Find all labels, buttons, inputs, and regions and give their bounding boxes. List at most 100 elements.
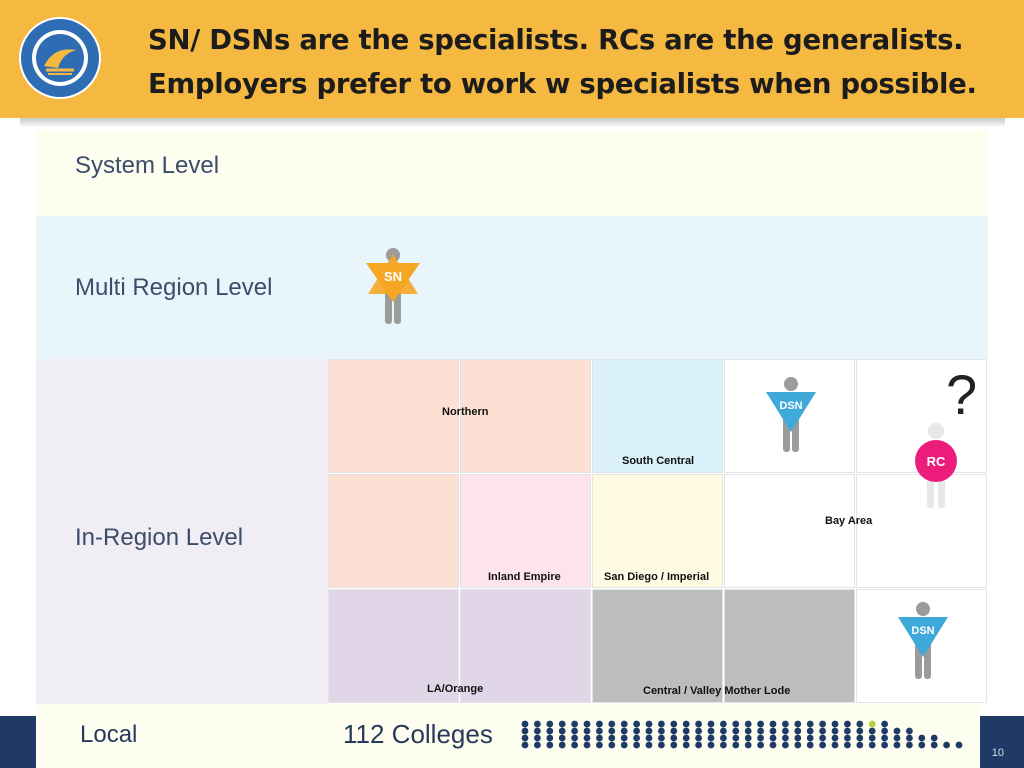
college-dot (633, 741, 640, 749)
local-level-label: Local (80, 721, 138, 748)
title-line-1: SN/ DSNs are the specialists. RCs are th… (148, 24, 964, 56)
college-dot (794, 727, 802, 735)
college-dot (571, 720, 578, 728)
region-cell (724, 474, 855, 588)
college-dot (930, 741, 938, 749)
college-dot (682, 734, 690, 742)
college-dot (521, 720, 529, 728)
college-dot (571, 734, 578, 742)
college-dot (744, 720, 752, 728)
college-dot (620, 720, 628, 728)
college-dot (831, 734, 839, 742)
college-dot (583, 727, 591, 735)
college-dot (732, 734, 740, 742)
college-dot (720, 741, 727, 749)
multi-region-level-label: Multi Region Level (75, 274, 273, 301)
region-cell (856, 474, 987, 588)
college-dot (794, 720, 802, 728)
college-dot (868, 741, 876, 749)
college-dots-graphic (521, 720, 963, 749)
colleges-count-label: 112 Colleges (343, 719, 493, 749)
college-dot (534, 727, 541, 735)
college-dot (620, 727, 628, 735)
college-dot (819, 734, 826, 742)
college-dot (695, 727, 702, 735)
college-dot (682, 727, 690, 735)
college-dot (844, 741, 851, 749)
in-region-level-band (36, 359, 328, 704)
college-dot (819, 741, 826, 749)
college-dot (744, 734, 752, 742)
sn-person-icon: SN (366, 248, 420, 324)
college-dot (558, 720, 566, 728)
college-dot (670, 741, 678, 749)
college-dot (707, 727, 715, 735)
title-line-2: Employers prefer to work w specialists w… (148, 68, 977, 100)
college-dot (645, 727, 653, 735)
college-dot (608, 734, 616, 742)
college-dot (806, 734, 814, 742)
college-dot (757, 720, 764, 728)
college-dot (633, 734, 640, 742)
college-dot (930, 734, 938, 742)
in-region-level-label: In-Region Level (75, 524, 244, 551)
college-dot (596, 727, 603, 735)
college-dot (720, 720, 727, 728)
college-dot (633, 720, 640, 728)
college-dot (720, 727, 727, 735)
college-dot (893, 727, 901, 735)
college-dot (732, 727, 740, 735)
college-dot (608, 720, 616, 728)
college-dot (596, 741, 603, 749)
college-dot (881, 734, 888, 742)
college-dot (844, 727, 851, 735)
college-dot (782, 727, 789, 735)
college-dot (645, 720, 653, 728)
region-cell (328, 359, 459, 473)
region-label-central-valley: Central / Valley Mother Lode (643, 685, 791, 697)
college-dot (769, 720, 777, 728)
california-community-colleges-logo (19, 17, 101, 99)
college-dot (658, 720, 665, 728)
question-mark: ? (946, 363, 978, 426)
college-dot (806, 720, 814, 728)
college-dot (583, 720, 591, 728)
college-dot (856, 734, 864, 742)
college-dot (782, 741, 789, 749)
college-dot (558, 741, 566, 749)
college-dot (906, 741, 913, 749)
college-dot (856, 741, 864, 749)
college-dot (707, 720, 715, 728)
region-label-bay-area: Bay Area (825, 515, 873, 527)
college-dot (658, 727, 665, 735)
college-dot (620, 734, 628, 742)
college-dot (757, 734, 764, 742)
college-dot (794, 741, 802, 749)
college-dot (534, 741, 541, 749)
college-dot (782, 720, 789, 728)
college-dot (558, 734, 566, 742)
college-dot (844, 734, 851, 742)
college-dot (732, 741, 740, 749)
college-dot (893, 734, 901, 742)
college-dot (534, 734, 541, 742)
college-dot (558, 727, 566, 735)
sn-badge-text: SN (384, 269, 402, 284)
region-cell (328, 589, 459, 703)
college-dot (670, 720, 678, 728)
region-cell (328, 474, 459, 588)
rc-person-icon: RC (915, 423, 957, 508)
college-dot (906, 727, 913, 735)
college-dot (819, 727, 826, 735)
region-cell (592, 589, 723, 703)
multi-region-level-band (36, 216, 988, 359)
college-dot (596, 720, 603, 728)
region-cell (460, 359, 591, 473)
college-dot (831, 727, 839, 735)
page-number: 10 (991, 747, 1004, 759)
college-dot (682, 720, 690, 728)
region-label-san-diego: San Diego / Imperial (604, 571, 710, 583)
college-dot (583, 734, 591, 742)
college-dot (831, 741, 839, 749)
college-dot (943, 741, 950, 749)
